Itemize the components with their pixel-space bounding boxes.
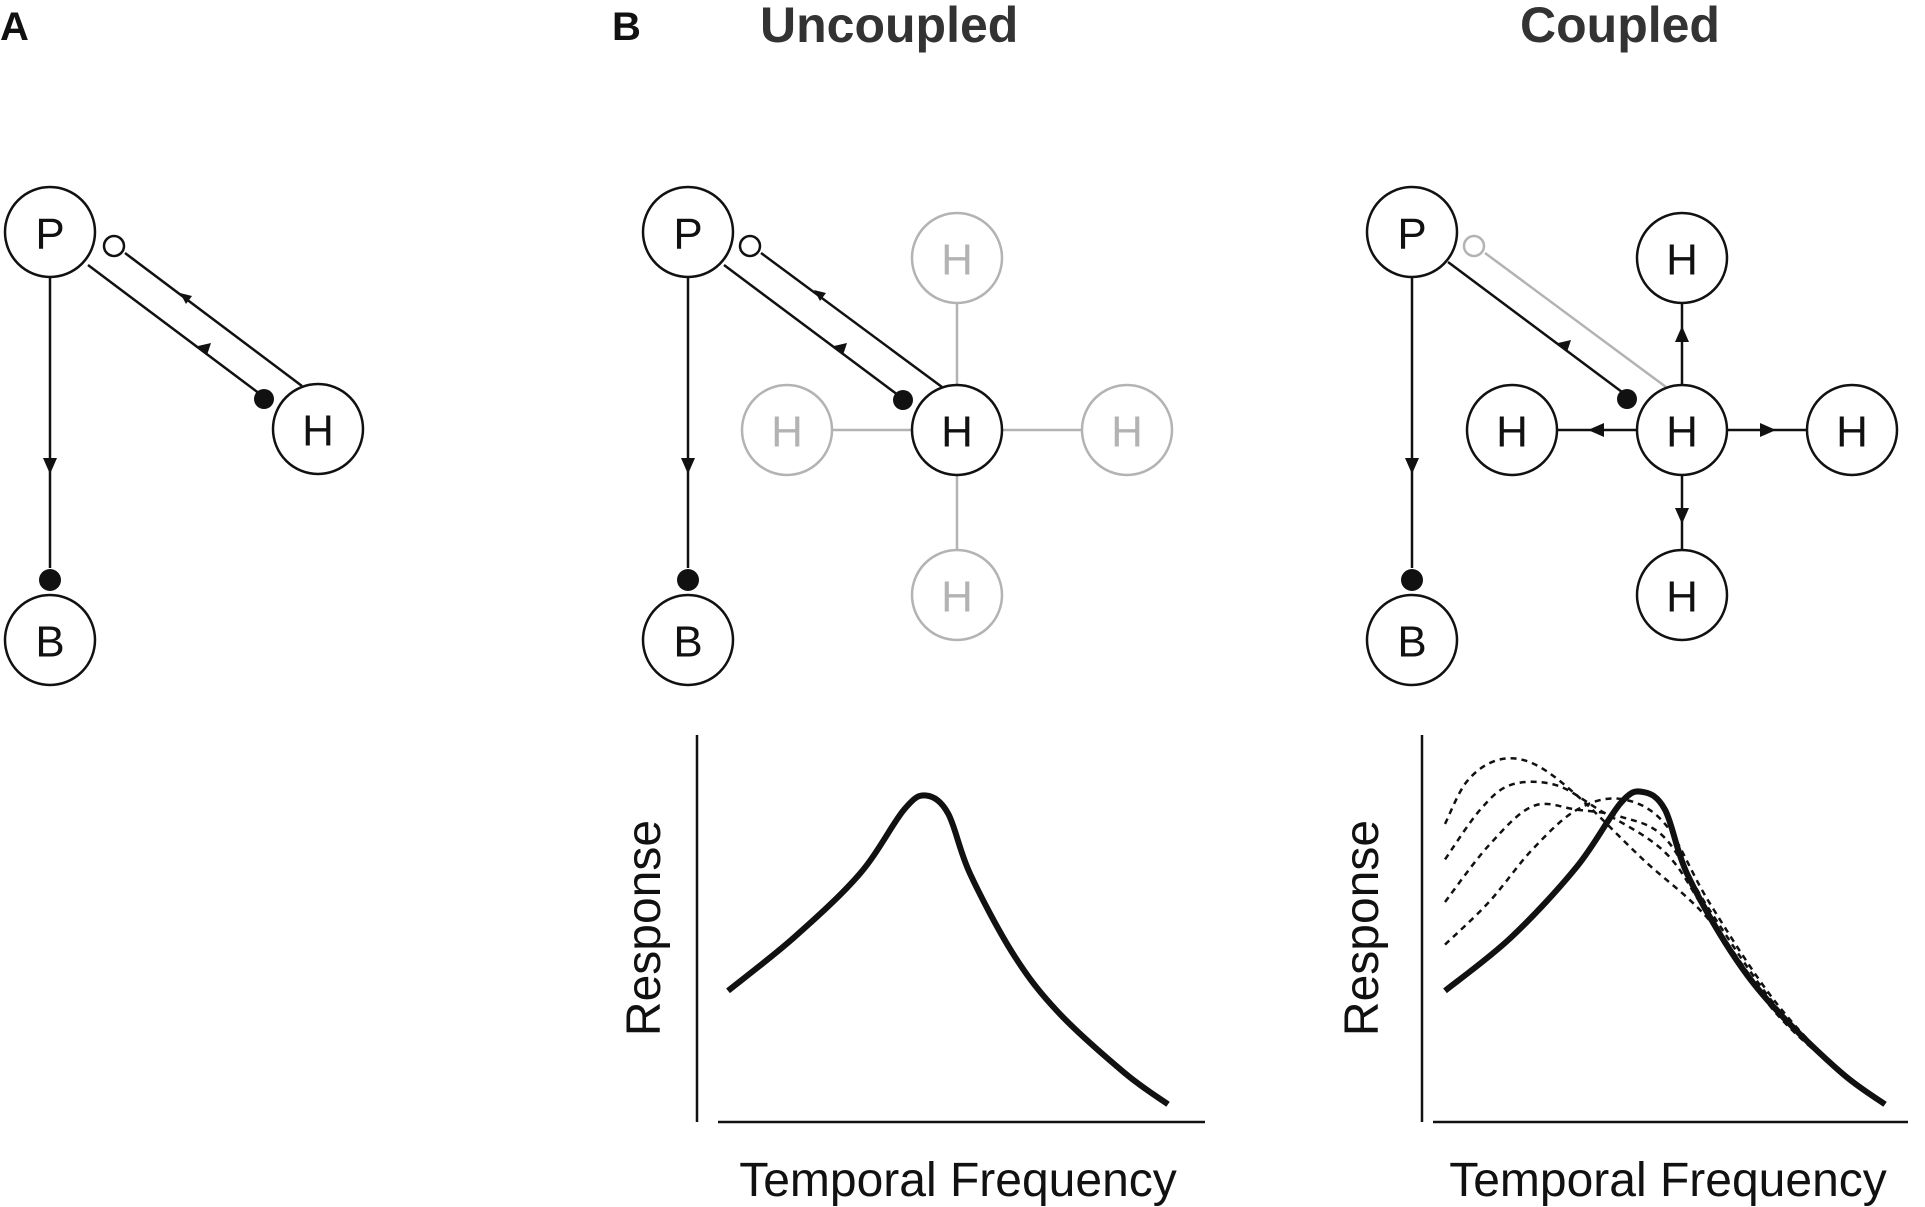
- svg-text:P: P: [35, 210, 64, 259]
- node-h-bottom-coupled: H: [1635, 548, 1729, 642]
- svg-text:H: H: [1666, 236, 1698, 285]
- node-h-top-coupled: H: [1635, 211, 1729, 305]
- uncoupled-chart: Response Temporal Frequency: [618, 735, 1205, 1207]
- uncoupled-xlabel: Temporal Frequency: [739, 1154, 1177, 1207]
- svg-text:B: B: [673, 618, 702, 667]
- node-b-coupled: B: [1365, 593, 1459, 687]
- node-p-a: P: [3, 185, 97, 279]
- svg-text:H: H: [941, 408, 973, 457]
- svg-text:H: H: [1496, 408, 1528, 457]
- node-h-left-uncoupled: H: [740, 383, 834, 477]
- coupled-ylabel: Response: [1336, 820, 1389, 1036]
- svg-text:P: P: [1397, 210, 1426, 259]
- node-h-center-coupled: H: [1635, 383, 1729, 477]
- panel-letter-a: A: [0, 5, 29, 49]
- node-h-right-uncoupled: H: [1080, 383, 1174, 477]
- coupled-plot-area: [1443, 756, 1887, 1107]
- svg-text:H: H: [1836, 408, 1868, 457]
- coupled-chart: Response Temporal Frequency: [1336, 735, 1908, 1207]
- svg-text:H: H: [771, 408, 803, 457]
- node-h-left-coupled: H: [1465, 383, 1559, 477]
- svg-text:H: H: [941, 236, 973, 285]
- svg-text:B: B: [35, 618, 64, 667]
- coupled-xlabel: Temporal Frequency: [1449, 1154, 1887, 1207]
- svg-text:H: H: [1666, 573, 1698, 622]
- svg-text:H: H: [302, 407, 334, 456]
- coupled-curve-dashed-2: [1444, 802, 1886, 1106]
- node-h-a: H: [271, 382, 365, 476]
- svg-text:P: P: [673, 210, 702, 259]
- panel-letter-b: B: [612, 5, 641, 49]
- node-b-uncoupled: B: [641, 593, 735, 687]
- node-b-a: B: [3, 593, 97, 687]
- coupled-circuit: P B H H H H H: [1365, 185, 1899, 687]
- svg-text:H: H: [1111, 408, 1143, 457]
- uncoupled-ylabel: Response: [618, 820, 671, 1036]
- svg-text:B: B: [1397, 618, 1426, 667]
- node-h-center-uncoupled: H: [910, 383, 1004, 477]
- coupled-curve-solid-0: [1443, 788, 1887, 1107]
- node-h-top-uncoupled: H: [910, 211, 1004, 305]
- uncoupled-circuit: P B H H H H H: [641, 185, 1174, 687]
- coupled-title: Coupled: [1520, 0, 1720, 53]
- coupled-curve-dashed-4: [1443, 756, 1886, 1106]
- node-h-right-coupled: H: [1805, 383, 1899, 477]
- uncoupled-plot-area: [726, 792, 1170, 1107]
- uncoupled-title: Uncoupled: [760, 0, 1018, 53]
- svg-text:H: H: [1666, 408, 1698, 457]
- uncoupled-curve-solid-0: [726, 792, 1170, 1107]
- node-h-bottom-uncoupled: H: [910, 548, 1004, 642]
- coupled-curve-dashed-1: [1444, 797, 1886, 1106]
- node-p-coupled: P: [1365, 185, 1459, 279]
- panel-a-circuit: P H B: [3, 185, 365, 687]
- svg-text:H: H: [941, 573, 973, 622]
- node-p-uncoupled: P: [641, 185, 735, 279]
